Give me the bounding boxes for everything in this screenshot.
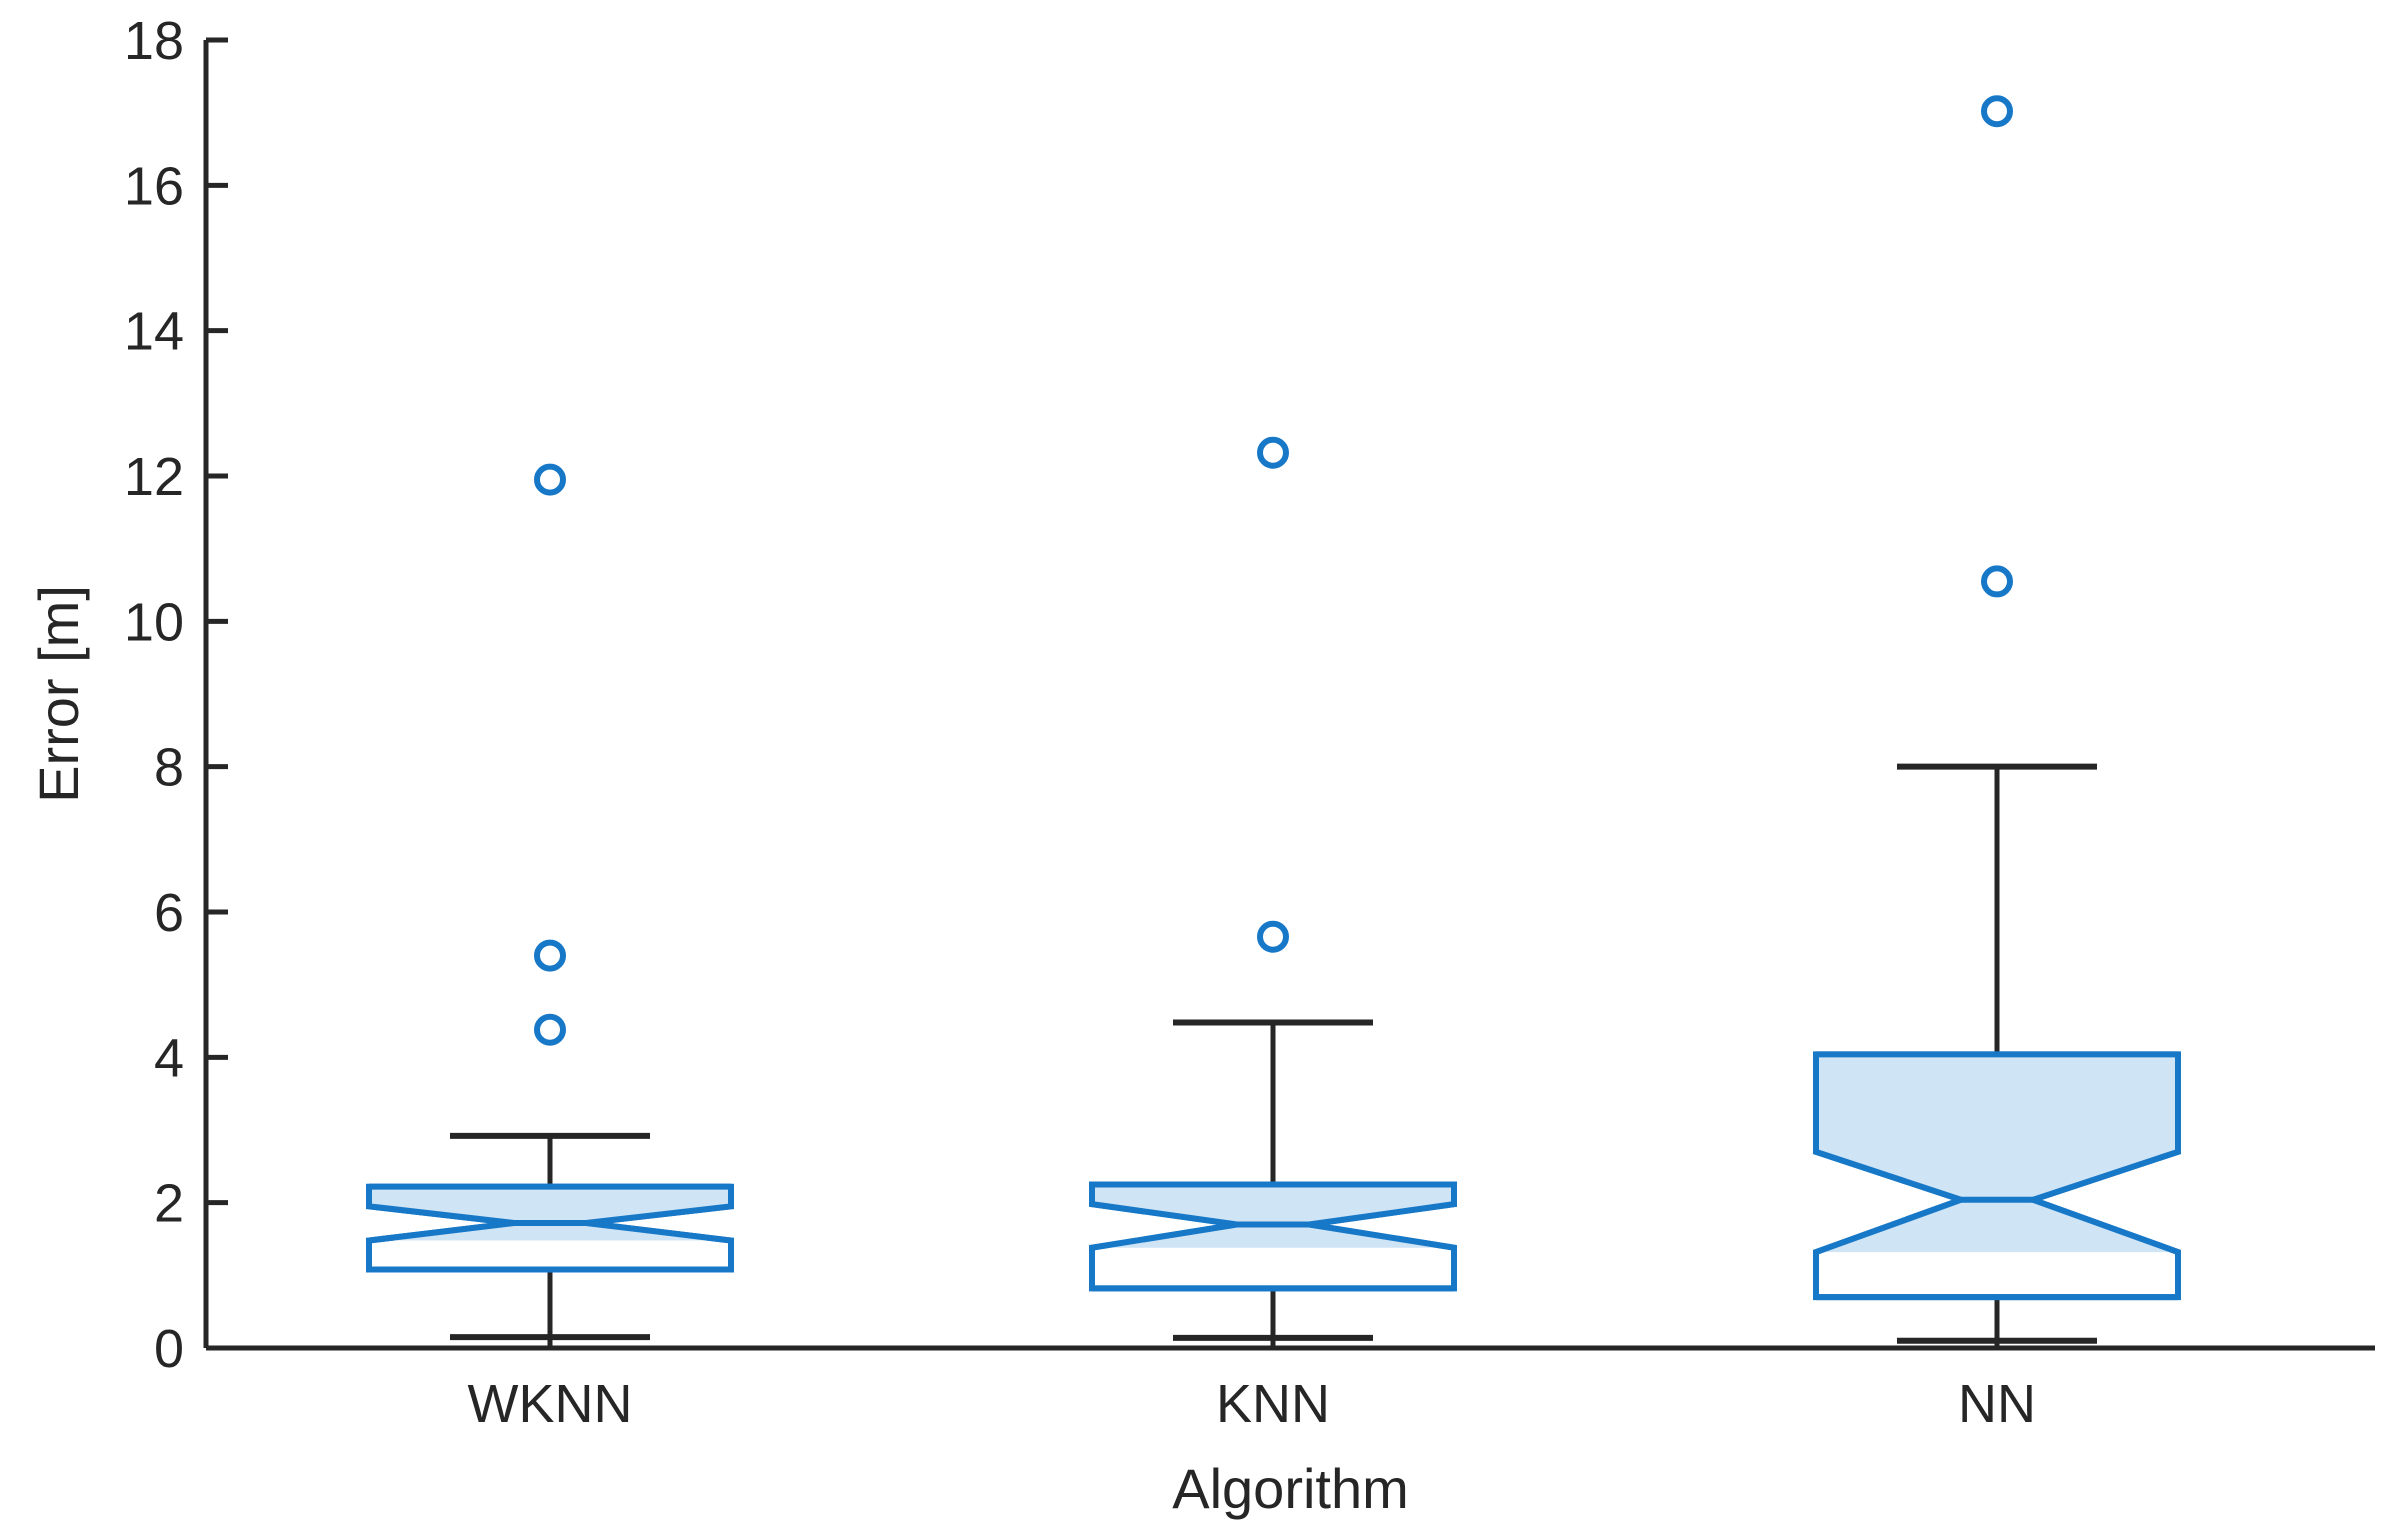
notch-fill-lower	[369, 1223, 731, 1241]
box-group-wknn	[366, 463, 734, 1341]
outlier-marker	[1981, 565, 2013, 598]
notch-fill-lower	[1092, 1224, 1454, 1248]
x-category-label-wknn: WKNN	[468, 1374, 633, 1434]
notch-fill-upper	[1816, 1054, 2178, 1200]
y-tick-label: 0	[154, 1319, 184, 1379]
axis-layer	[203, 37, 2375, 1351]
y-tick-label: 6	[154, 883, 184, 943]
y-tick-label: 4	[154, 1028, 184, 1088]
y-tick-label: 10	[124, 592, 184, 652]
notch-fill-lower	[1816, 1199, 2178, 1253]
outlier-marker	[534, 939, 566, 972]
y-tick-label: 2	[154, 1174, 184, 1234]
box-group-knn	[1089, 436, 1457, 1341]
outlier-marker	[534, 463, 566, 496]
y-tick-label: 14	[124, 302, 184, 362]
x-category-label-knn: KNN	[1216, 1374, 1330, 1434]
plot-area	[366, 95, 2181, 1344]
y-tick-label: 8	[154, 738, 184, 798]
x-category-label-nn: NN	[1958, 1374, 2036, 1434]
outlier-marker	[1981, 95, 2013, 128]
x-axis-title: Algorithm	[1172, 1457, 1409, 1520]
y-tick-label: 18	[124, 11, 184, 71]
y-tick-label: 16	[124, 156, 184, 216]
y-axis-title: Error [m]	[27, 585, 90, 803]
y-tick-label: 12	[124, 447, 184, 507]
box-group-nn	[1813, 95, 2181, 1344]
outlier-marker	[1257, 436, 1289, 469]
outlier-marker	[534, 1013, 566, 1046]
outlier-marker	[1257, 920, 1289, 953]
